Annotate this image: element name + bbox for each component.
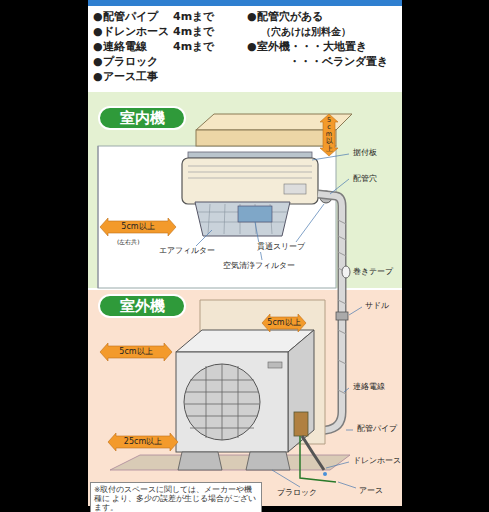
part-label: 配管穴: [352, 174, 378, 184]
indoor-scene: [188, 152, 312, 158]
clearance-label: 5cm以上: [262, 318, 306, 328]
part-label: 巻きテープ: [352, 267, 394, 277]
note-text: ※取付のスペースに関しては、メーカーや機種に より、多少の誤差が生じる場合がござ…: [94, 485, 258, 512]
spec-item: ●配管穴がある: [246, 10, 324, 23]
leader-line: [344, 388, 349, 392]
leader-line: [255, 222, 262, 260]
part-label: サドル: [364, 301, 390, 311]
clearance-label: 5cm以上: [100, 222, 176, 232]
outdoor-scene: [323, 472, 327, 476]
part-label: 配管パイプ: [356, 424, 398, 434]
indoor-scene: [98, 114, 352, 288]
section-pill: 室外機: [98, 294, 186, 318]
spec-item: ●室外機・・・大地置き: [246, 40, 368, 53]
leader-line: [196, 154, 362, 488]
clearance-label: 5cm以上: [326, 117, 333, 153]
clearance-arrow: [100, 114, 338, 451]
outdoor-scene: [302, 436, 324, 470]
leader-line: [272, 470, 300, 487]
indoor-scene: [98, 146, 99, 288]
part-label: ドレンホース: [352, 456, 402, 465]
outdoor-scene: [300, 436, 336, 482]
part-label: アース: [358, 486, 384, 496]
outdoor-scene: [294, 412, 308, 436]
section-title: 室外機: [120, 297, 165, 316]
indoor-scene: [196, 130, 336, 146]
indoor-scene: [188, 166, 312, 167]
spec-item: ●プラロック: [92, 55, 159, 68]
part-label: プラロック: [276, 488, 318, 498]
spec-item: ●ドレンホース: [92, 25, 170, 38]
leader-line: [338, 482, 356, 488]
spec-length: 4mまで: [172, 10, 215, 23]
part-label: エアフィルター: [158, 246, 216, 256]
leader-line: [326, 462, 349, 468]
part-label: 空気清浄フィルター: [222, 261, 296, 271]
clearance-arrow: [100, 218, 176, 236]
outdoor-scene: [288, 330, 314, 452]
clearance-arrow: [100, 343, 172, 361]
indoor-scene: [195, 202, 290, 236]
clearance-note: (左右共): [116, 238, 141, 245]
spec-length: 4mまで: [172, 25, 215, 38]
spec-note: （穴あけは別料金）: [260, 26, 352, 37]
clearance-arrow: [320, 114, 338, 156]
clearance-label: 25cm以上: [108, 437, 178, 447]
spec-length: 4mまで: [172, 40, 215, 53]
leader-line: [349, 307, 362, 315]
indoor-scene: [182, 158, 318, 204]
spec-item: ●アース工事: [92, 70, 159, 83]
clearance-arrow: [108, 433, 178, 451]
part-label: 据付板: [352, 148, 378, 158]
spec-item: ●配管パイプ: [92, 10, 159, 23]
indoor-scene: [284, 184, 306, 194]
part-label: 貫通スリーブ: [256, 242, 306, 252]
note-box: ※取付のスペースに関しては、メーカーや機種に より、多少の誤差が生じる場合がござ…: [90, 482, 262, 512]
outdoor-scene: [178, 452, 222, 470]
outdoor-scene: [268, 362, 282, 368]
clearance-arrow: [262, 314, 306, 332]
background: [88, 289, 402, 506]
spec-item: ・・・ベランダ置き: [288, 55, 389, 68]
indoor-scene: [98, 146, 336, 288]
outdoor-scene: [176, 352, 288, 452]
indoor-scene: [188, 178, 312, 179]
background: [88, 92, 402, 289]
leader-line: [296, 204, 324, 242]
background: [88, 0, 402, 6]
indoor-scene: [238, 206, 272, 222]
leader-line: [196, 230, 212, 246]
leader-line: [330, 179, 349, 194]
outdoor-scene: [246, 452, 290, 470]
refrigerant-pipe: [336, 312, 348, 320]
refrigerant-pipe: [342, 266, 350, 278]
part-label: 連絡電線: [352, 382, 386, 392]
background: [88, 6, 402, 92]
section-title: 室内機: [120, 109, 165, 128]
indoor-scene: [188, 172, 312, 173]
outdoor-scene: [184, 364, 260, 440]
clearance-label: 5cm以上: [100, 347, 172, 357]
spec-item: ●連絡電線: [92, 40, 148, 53]
leader-line: [312, 154, 349, 160]
section-pill: 室内機: [98, 106, 186, 130]
leader-line: [346, 430, 353, 431]
outdoor-scene: [110, 300, 350, 482]
